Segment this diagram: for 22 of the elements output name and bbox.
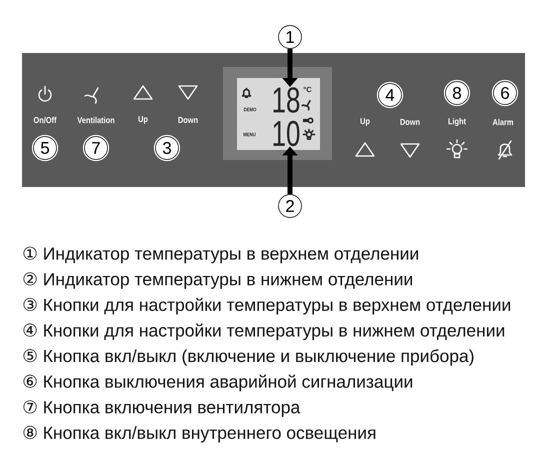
callout-number: 6 <box>492 80 518 106</box>
list-item: ② Индикатор температуры в нижнем отделении <box>24 272 412 289</box>
digit-readout: 10 <box>274 120 300 146</box>
list-item: ③ Кнопки для настройки температуры в верхнем отделении <box>24 298 510 314</box>
callout-number: 4 <box>376 82 404 108</box>
button-label: Alarm <box>492 118 514 126</box>
callout-number: 2 <box>276 192 304 220</box>
list-item: ⑦ Кнопка включения вентилятора <box>24 400 300 417</box>
button-label: Up <box>138 116 148 124</box>
callout-number: 5 <box>32 134 58 162</box>
list-item: ⑧ Кнопка вкл/выкл внутреннего освещения <box>24 426 376 442</box>
callout-number: 3 <box>154 134 180 162</box>
button-label: Up <box>360 118 370 126</box>
list-item: ⑤ Кнопка вкл/выкл (включение и выключение прибора) <box>24 349 474 366</box>
callout-number: 8 <box>444 80 470 106</box>
callout-number: 1 <box>276 24 304 50</box>
button-label: Ventilation <box>77 116 114 124</box>
list-item: ④ Кнопки для настройки температуры в нижнем отделении <box>24 323 504 340</box>
digit-readout: 18 <box>274 87 300 113</box>
callout-number: 7 <box>82 134 110 162</box>
list-item: ⑥ Кнопка выключения аварийной сигнализации <box>24 374 412 392</box>
lcd-display <box>223 67 332 160</box>
